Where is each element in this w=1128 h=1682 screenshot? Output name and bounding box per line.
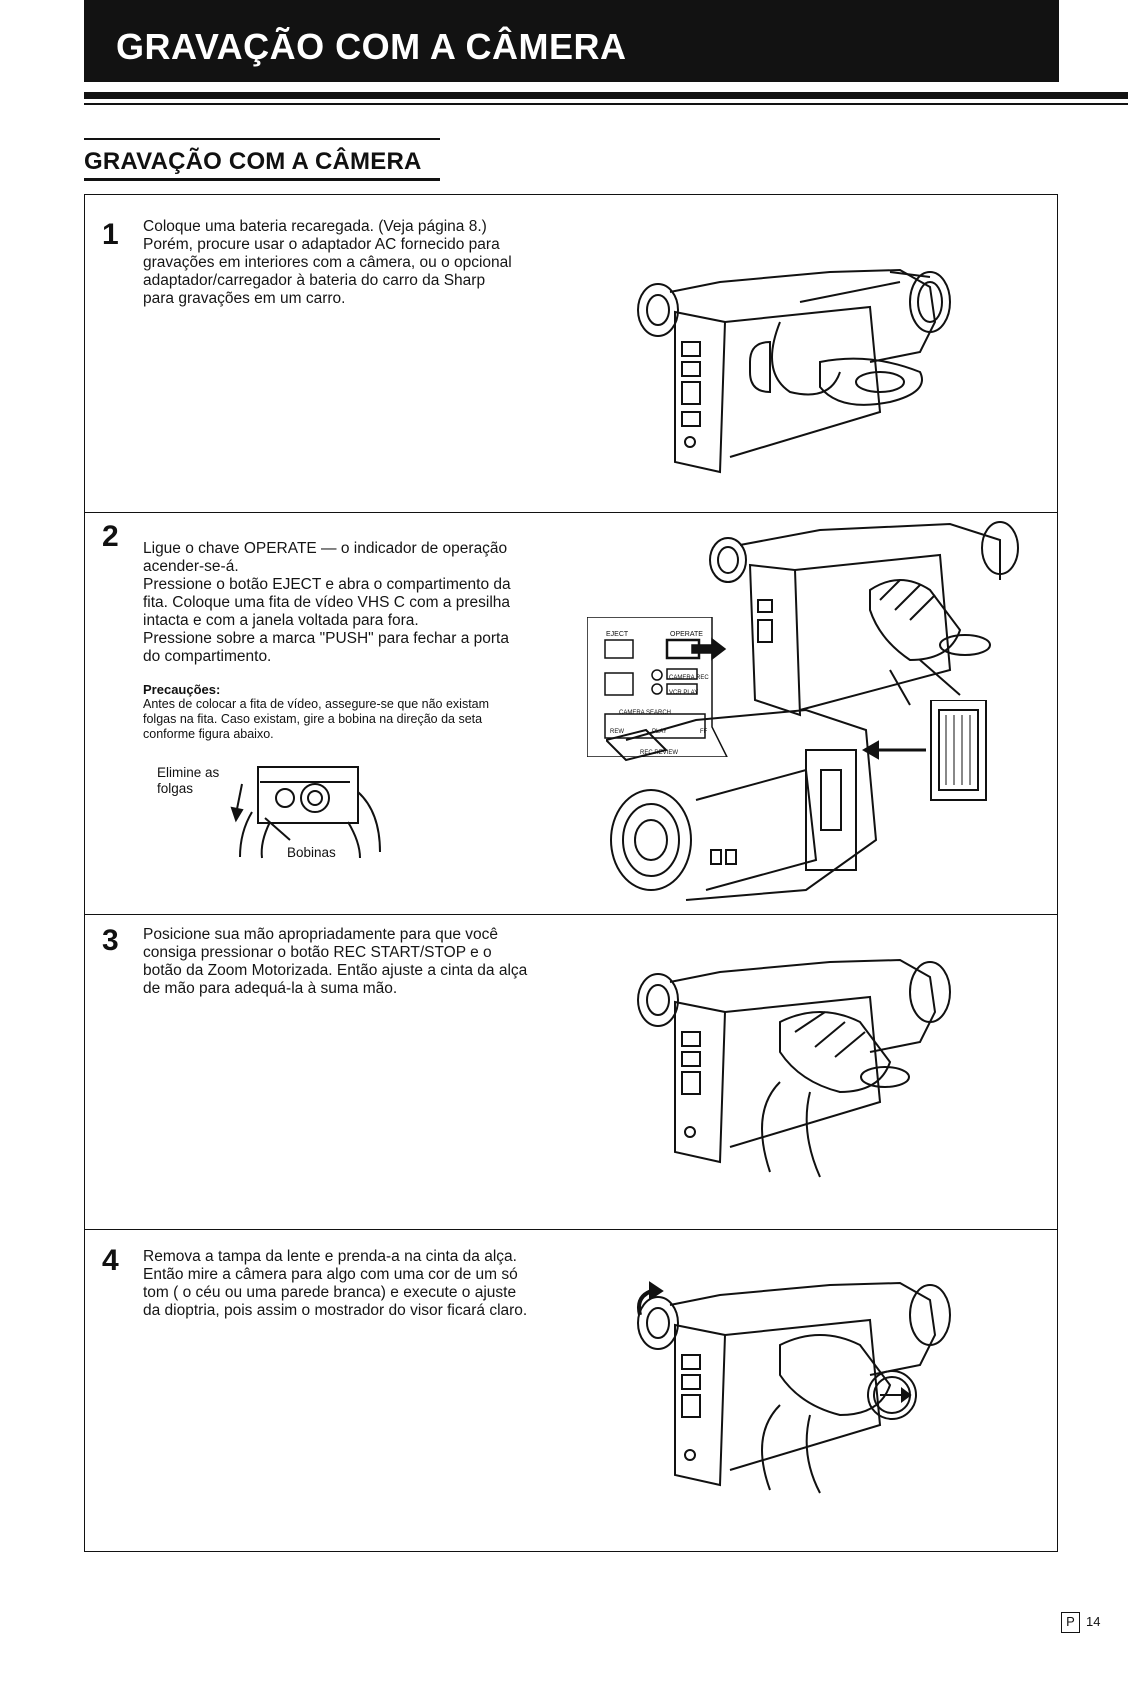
cassette-illustration xyxy=(230,762,400,862)
text-line: para gravações em um carro. xyxy=(143,290,346,307)
page-number: 14 xyxy=(1086,1614,1101,1629)
text-line: Pressione o botão EJECT e abra o compart… xyxy=(143,576,511,593)
label-line: folgas xyxy=(157,781,194,796)
camera-rec-label: CAMERA REC xyxy=(669,675,709,681)
rew-label: REW xyxy=(610,729,624,735)
step-divider xyxy=(84,1229,1058,1230)
language-marker: P xyxy=(1061,1612,1080,1633)
text-line: fita. Coloque uma fita de vídeo VHS C co… xyxy=(143,594,511,611)
text-line: Posicione sua mão apropriadamente para q… xyxy=(143,926,499,943)
camcorder-lens-cap-illustration xyxy=(630,1275,980,1495)
text-line: do compartimento. xyxy=(143,648,272,665)
text-line: acender-se-á. xyxy=(143,558,239,575)
operate-label: OPERATE xyxy=(670,631,703,638)
text-line: da dioptria, pois assim o mostrador do v… xyxy=(143,1302,528,1319)
step-number: 4 xyxy=(102,1244,119,1277)
step-1-text: Coloque uma bateria recaregada. (Veja pá… xyxy=(143,218,573,308)
step-number: 1 xyxy=(102,218,119,251)
text-line: de mão para adequá-la à suma mão. xyxy=(143,980,398,997)
text-line: Porém, procure usar o adaptador AC forne… xyxy=(143,236,500,253)
text-line: tom ( o céu ou uma parede branca) e exec… xyxy=(143,1284,517,1301)
text-line: Coloque uma bateria recaregada. (Veja pá… xyxy=(143,218,487,235)
instructions-frame xyxy=(84,194,1058,1552)
rec-review-label: REC REVIEW xyxy=(640,750,679,756)
label-line: Elimine as xyxy=(157,765,220,780)
eject-label: EJECT xyxy=(606,631,629,638)
text-line: Pressione sobre a marca "PUSH" para fech… xyxy=(143,630,509,647)
camcorder-operate-illustration xyxy=(700,520,1030,720)
precautions-title: Precauções: xyxy=(143,682,221,697)
text-line: botão da Zoom Motorizada. Então ajuste a… xyxy=(143,962,528,979)
step-number: 2 xyxy=(102,520,119,553)
step-2-text: Ligue o chave OPERATE — o indicador de o… xyxy=(143,540,573,666)
play-label: PLAY xyxy=(652,729,667,735)
text-line: Ligue o chave OPERATE — o indicador de o… xyxy=(143,540,508,557)
precautions-text: Antes de colocar a fita de vídeo, assegu… xyxy=(143,697,563,742)
text-line: consiga pressionar o botão REC START/STO… xyxy=(143,944,492,961)
ff-label: FF xyxy=(700,729,708,735)
text-line: intacta e com a janela voltada para fora… xyxy=(143,612,419,629)
section-underline xyxy=(84,178,440,181)
camcorder-grip-illustration xyxy=(630,952,980,1182)
step-4-text: Remova a tampa da lente e prenda-a na ci… xyxy=(143,1248,583,1320)
banner-title: GRAVAÇÃO COM A CÂMERA xyxy=(116,26,627,67)
cassette-insert-illustration xyxy=(606,700,996,910)
text-line: conforme figura abaixo. xyxy=(143,727,274,741)
vcr-play-label: VCR PLAY xyxy=(669,690,699,696)
camcorder-illustration xyxy=(630,262,980,477)
text-line: Então mire a câmera para algo com uma co… xyxy=(143,1266,518,1283)
banner-rule xyxy=(84,92,1128,99)
section-heading: GRAVAÇÃO COM A CÂMERA xyxy=(84,138,440,176)
text-line: Remova a tampa da lente e prenda-a na ci… xyxy=(143,1248,517,1265)
eliminate-slack-label: Elimine as folgas xyxy=(157,765,219,797)
text-line: Antes de colocar a fita de vídeo, assegu… xyxy=(143,697,490,711)
step-divider xyxy=(84,512,1058,513)
step-number: 3 xyxy=(102,924,119,957)
section-title: GRAVAÇÃO COM A CÂMERA xyxy=(84,148,422,175)
text-line: folgas na fita. Caso existam, gire a bob… xyxy=(143,712,483,726)
text-line: adaptador/carregador à bateria do carro … xyxy=(143,272,486,289)
reels-label: Bobinas xyxy=(287,845,336,860)
text-line: gravações em interiores com a câmera, ou… xyxy=(143,254,512,271)
camera-search-label: CAMERA SEARCH xyxy=(619,710,672,716)
step-divider xyxy=(84,914,1058,915)
top-banner: GRAVAÇÃO COM A CÂMERA xyxy=(84,0,1059,82)
banner-rule-thin xyxy=(84,103,1128,105)
step-3-text: Posicione sua mão apropriadamente para q… xyxy=(143,926,573,998)
